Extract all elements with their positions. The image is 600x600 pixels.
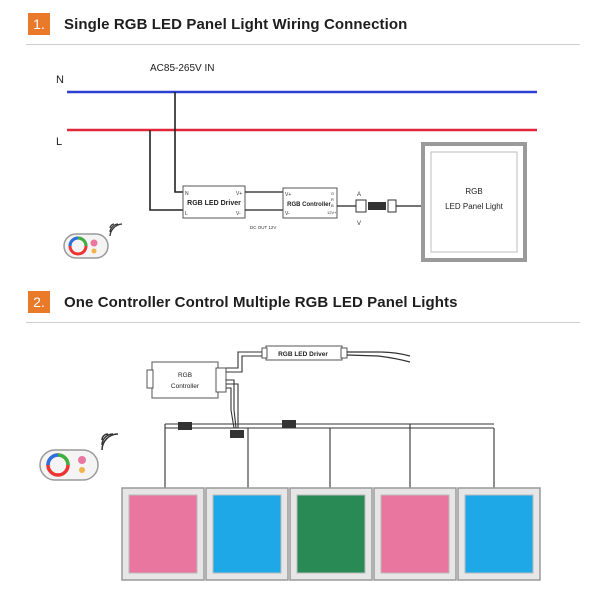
panel-light-2 xyxy=(205,487,289,581)
controller-label: RGB Controller xyxy=(287,202,331,208)
ac-input-cable xyxy=(347,351,411,357)
controller-g-terminal: G xyxy=(331,191,334,196)
controller-b-terminal: B xyxy=(331,203,334,208)
panel-light-3 xyxy=(289,487,373,581)
controller-plus-terminal: 12V+ xyxy=(327,210,337,215)
rgb-led-driver: N L V+ V- RGB LED Driver xyxy=(182,185,246,219)
panel-glow xyxy=(380,494,450,574)
section-2-number: 2. xyxy=(28,291,50,313)
panel-lights-row xyxy=(121,487,541,581)
rgb-controller-box xyxy=(146,361,227,399)
controller-vplus-terminal: V+ xyxy=(285,192,291,198)
section-1-number: 1. xyxy=(28,13,50,35)
driver-output-label: DC OUT 12V xyxy=(250,225,276,230)
wireless-signal-2-icon xyxy=(101,433,119,451)
panel-light-5 xyxy=(457,487,541,581)
live-line-label: L xyxy=(56,136,62,148)
remote-control-icon xyxy=(63,233,109,259)
neutral-line-label: N xyxy=(56,74,64,86)
wire-connector xyxy=(355,199,397,213)
controller-box-line-1: RGB xyxy=(178,372,192,379)
driver-vminus-terminal: V- xyxy=(236,211,241,217)
panel-glow xyxy=(464,494,534,574)
section-2-divider xyxy=(26,322,580,323)
controller-output-bundle xyxy=(226,379,237,429)
controller-box-line-2: Controller xyxy=(171,383,200,390)
panel-glow xyxy=(212,494,282,574)
panel-light-4 xyxy=(373,487,457,581)
wireless-signal-icon xyxy=(109,223,123,237)
neutral-drop-wire xyxy=(174,92,183,193)
section-1-divider xyxy=(26,44,580,45)
driver-2-label: RGB LED Driver xyxy=(278,351,328,358)
rgb-led-driver-2 xyxy=(261,345,348,361)
driver-label: RGB LED Driver xyxy=(187,200,241,207)
section-1-title: Single RGB LED Panel Light Wiring Connec… xyxy=(64,15,408,33)
controller-r-terminal: R xyxy=(331,197,334,202)
panel-label-line-1: RGB xyxy=(465,187,482,196)
driver-l-terminal: L xyxy=(185,211,188,217)
connector-bottom-label: V xyxy=(357,221,361,227)
panel-label-line-2: LED Panel Light xyxy=(445,202,504,211)
distribution-wiring xyxy=(164,423,495,488)
rgb-controller: V+ V- G R B 12V+ RGB Controller xyxy=(282,187,338,219)
section-2-title: One Controller Control Multiple RGB LED … xyxy=(64,293,458,311)
rgb-led-panel-light xyxy=(421,142,527,262)
driver-vplus-terminal: V+ xyxy=(236,191,242,197)
panel-light-1 xyxy=(121,487,205,581)
section-1-header: 1. Single RGB LED Panel Light Wiring Con… xyxy=(28,12,407,36)
section-2-header: 2. One Controller Control Multiple RGB L… xyxy=(28,290,458,314)
remote-control-2-icon xyxy=(39,449,99,481)
controller-vminus-terminal: V- xyxy=(285,211,290,217)
driver-n-terminal: N xyxy=(185,191,189,197)
panel-glow xyxy=(128,494,198,574)
panel-glow xyxy=(296,494,366,574)
input-voltage-label: AC85-265V IN xyxy=(150,63,214,74)
live-drop-wire xyxy=(149,130,183,211)
driver-to-controller-wire xyxy=(226,351,262,369)
connector-top-label: A xyxy=(357,192,361,198)
splice-connectors xyxy=(178,420,296,438)
